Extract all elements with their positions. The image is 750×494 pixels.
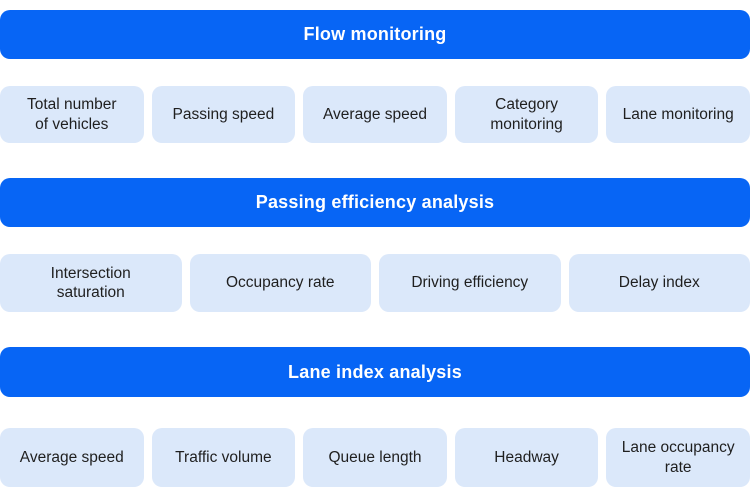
item-intersection-saturation: Intersection saturation (0, 254, 182, 312)
item-delay-index: Delay index (568, 254, 750, 312)
item-queue-length: Queue length (303, 428, 447, 487)
item-label: Average speed (322, 105, 427, 123)
section-title: Passing efficiency analysis (255, 192, 495, 212)
item-label: Headway (494, 448, 559, 466)
lane-index-items-row: Average speed Traffic volume Queue lengt… (0, 428, 750, 487)
item-average-speed: Average speed (303, 86, 447, 143)
item-average-speed-lane: Average speed (0, 428, 144, 487)
item-occupancy-rate: Occupancy rate (189, 254, 371, 312)
item-label: Occupancy rate (225, 274, 335, 292)
item-label: Lane monitoring (622, 105, 734, 123)
item-label: Passing speed (172, 105, 275, 123)
flow-monitoring-items-row: Total number of vehicles Passing speed A… (0, 86, 750, 143)
item-label: Traffic volume (175, 448, 272, 466)
item-traffic-volume: Traffic volume (151, 428, 296, 487)
item-label: Queue length (328, 448, 422, 466)
item-headway: Headway (454, 428, 599, 487)
passing-efficiency-items-row: Intersection saturation Occupancy rate D… (0, 254, 750, 312)
item-label: Driving efficiency (411, 274, 529, 292)
item-total-number-of-vehicles: Total number of vehicles (0, 86, 144, 143)
item-category-monitoring: Category monitoring (454, 86, 599, 143)
item-label: Intersection saturation (50, 264, 131, 301)
item-label: Category monitoring (490, 96, 563, 133)
item-driving-efficiency: Driving efficiency (379, 254, 561, 312)
item-label: Delay index (618, 274, 700, 292)
section-header-passing-efficiency-analysis: Passing efficiency analysis (0, 178, 750, 227)
item-passing-speed: Passing speed (151, 86, 296, 143)
item-label: Average speed (19, 448, 124, 466)
item-label: Lane occupancy rate (621, 439, 735, 476)
section-title: Flow monitoring (303, 24, 447, 44)
section-title: Lane index analysis (288, 361, 462, 382)
section-header-lane-index-analysis: Lane index analysis (0, 347, 750, 397)
item-lane-monitoring: Lane monitoring (606, 86, 750, 143)
item-lane-occupancy-rate: Lane occupancy rate (606, 428, 750, 487)
section-header-flow-monitoring: Flow monitoring (0, 10, 750, 59)
item-label: Total number of vehicles (26, 96, 117, 133)
